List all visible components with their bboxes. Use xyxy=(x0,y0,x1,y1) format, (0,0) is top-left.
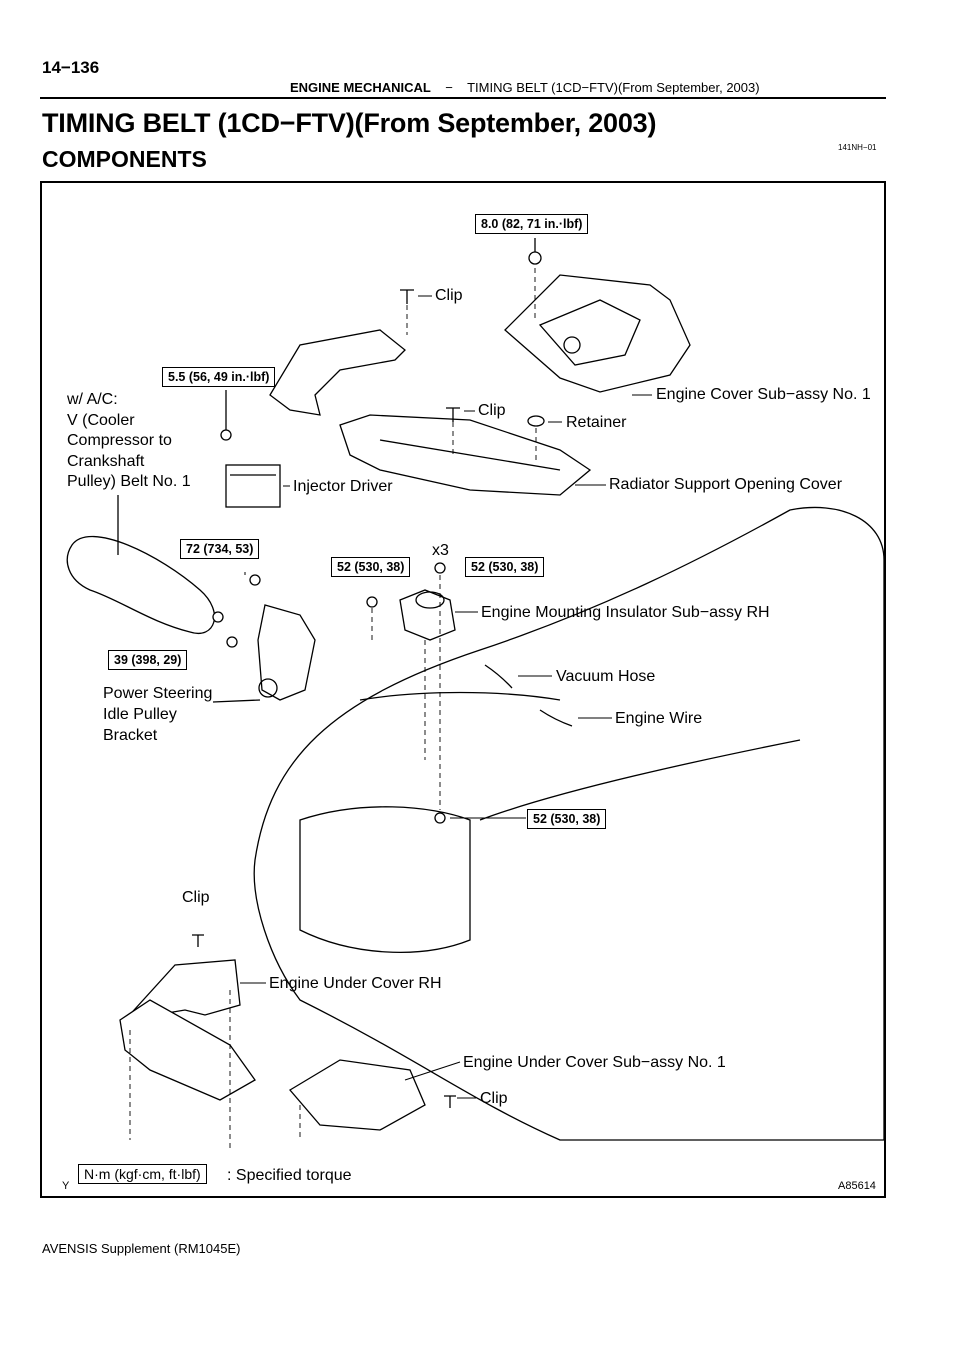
torque-39: 39 (398, 29) xyxy=(108,650,188,670)
radiator-cover-drawing xyxy=(339,414,592,496)
label-clip-mid: Clip xyxy=(478,402,506,419)
label-x3: x3 xyxy=(432,542,449,559)
footer-text: AVENSIS Supplement (RM1045E) xyxy=(42,1241,241,1256)
label-wac-line3: Compressor to xyxy=(67,432,172,449)
header-rule xyxy=(40,97,886,99)
label-wac-line1: w/ A/C: xyxy=(67,391,118,408)
figure-frame xyxy=(40,181,886,1198)
v-belt-drawing xyxy=(66,535,216,635)
page-title: TIMING BELT (1CD−FTV)(From September, 20… xyxy=(42,108,657,138)
label-wac-line2: V (Cooler xyxy=(67,411,135,429)
running-header: ENGINE MECHANICAL − TIMING BELT (1CD−FTV… xyxy=(290,80,760,95)
label-ps-bracket: Power Steering Idle Pulley Bracket xyxy=(103,683,212,746)
label-under-cover-no1: Engine Under Cover Sub−assy No. 1 xyxy=(463,1054,726,1071)
label-radiator-cover: Radiator Support Opening Cover xyxy=(609,476,843,493)
injector-driver-drawing xyxy=(225,464,281,508)
ps-bracket-drawing xyxy=(257,604,316,701)
bolt-icon xyxy=(528,251,542,265)
engine-mount-drawing xyxy=(399,589,456,641)
engine-wire-drawing xyxy=(539,709,573,727)
document-code: 141NH−01 xyxy=(838,143,877,152)
label-clip-top: Clip xyxy=(435,287,463,304)
bolt-icon xyxy=(212,611,224,623)
retainer-icon xyxy=(527,415,545,427)
label-engine-mount: Engine Mounting Insulator Sub−assy RH xyxy=(481,604,770,621)
clip-icon xyxy=(192,934,204,947)
label-retainer: Retainer xyxy=(566,414,627,431)
label-wac-line4: Crankshaft xyxy=(67,452,145,470)
label-injector-driver: Injector Driver xyxy=(293,478,393,495)
vacuum-hose-drawing xyxy=(484,664,513,689)
label-wac-line5: Pulley) Belt No. 1 xyxy=(67,473,191,490)
label-ps-line3: Bracket xyxy=(103,727,158,744)
label-under-cover-rh: Engine Under Cover RH xyxy=(269,975,442,992)
torque-72: 72 (734, 53) xyxy=(180,539,260,559)
car-body-drawing xyxy=(253,506,885,1141)
engine-cover-drawing xyxy=(504,274,691,393)
label-wac-belt: w/ A/C: V (Cooler Compressor to Cranksha… xyxy=(67,390,191,493)
bolt-icon xyxy=(366,596,378,608)
clip-icon xyxy=(444,1095,456,1108)
torque-52-right: 52 (530, 38) xyxy=(465,557,545,577)
figure-id: A85614 xyxy=(838,1180,876,1192)
label-engine-cover: Engine Cover Sub−assy No. 1 xyxy=(656,386,871,403)
upper-bracket-drawing xyxy=(269,329,406,416)
torque-legend-text: : Specified torque xyxy=(227,1167,352,1184)
label-engine-wire: Engine Wire xyxy=(615,710,703,727)
section-heading: COMPONENTS xyxy=(42,146,207,172)
torque-injector: 5.5 (56, 49 in.·lbf) xyxy=(162,367,276,387)
bolt-icon xyxy=(226,636,238,648)
bolt-icon xyxy=(220,429,232,441)
label-vacuum-hose: Vacuum Hose xyxy=(556,668,656,685)
clip-icon xyxy=(446,407,460,422)
corner-mark: Y xyxy=(62,1180,70,1192)
header-separator: − xyxy=(445,80,453,95)
under-cover-no1-drawing xyxy=(289,1059,426,1131)
bolt-icon xyxy=(434,562,446,574)
header-subsection: TIMING BELT (1CD−FTV)(From September, 20… xyxy=(467,80,760,95)
label-ps-line2: Idle Pulley xyxy=(103,706,177,723)
torque-legend-unit: N·m (kgf·cm, ft·lbf) xyxy=(78,1164,207,1184)
label-clip-lower-left: Clip xyxy=(182,889,210,906)
header-section: ENGINE MECHANICAL xyxy=(290,80,431,95)
label-clip-lower-right: Clip xyxy=(480,1090,508,1107)
torque-top: 8.0 (82, 71 in.·lbf) xyxy=(475,214,589,234)
page-number: 14−136 xyxy=(42,58,100,77)
torque-52-left: 52 (530, 38) xyxy=(331,557,411,577)
torque-52-lower: 52 (530, 38) xyxy=(527,809,607,829)
label-ps-line1: Power Steering xyxy=(103,685,213,702)
bolt-icon xyxy=(434,812,446,824)
clip-icon xyxy=(400,289,414,304)
bolt-icon xyxy=(249,574,261,586)
